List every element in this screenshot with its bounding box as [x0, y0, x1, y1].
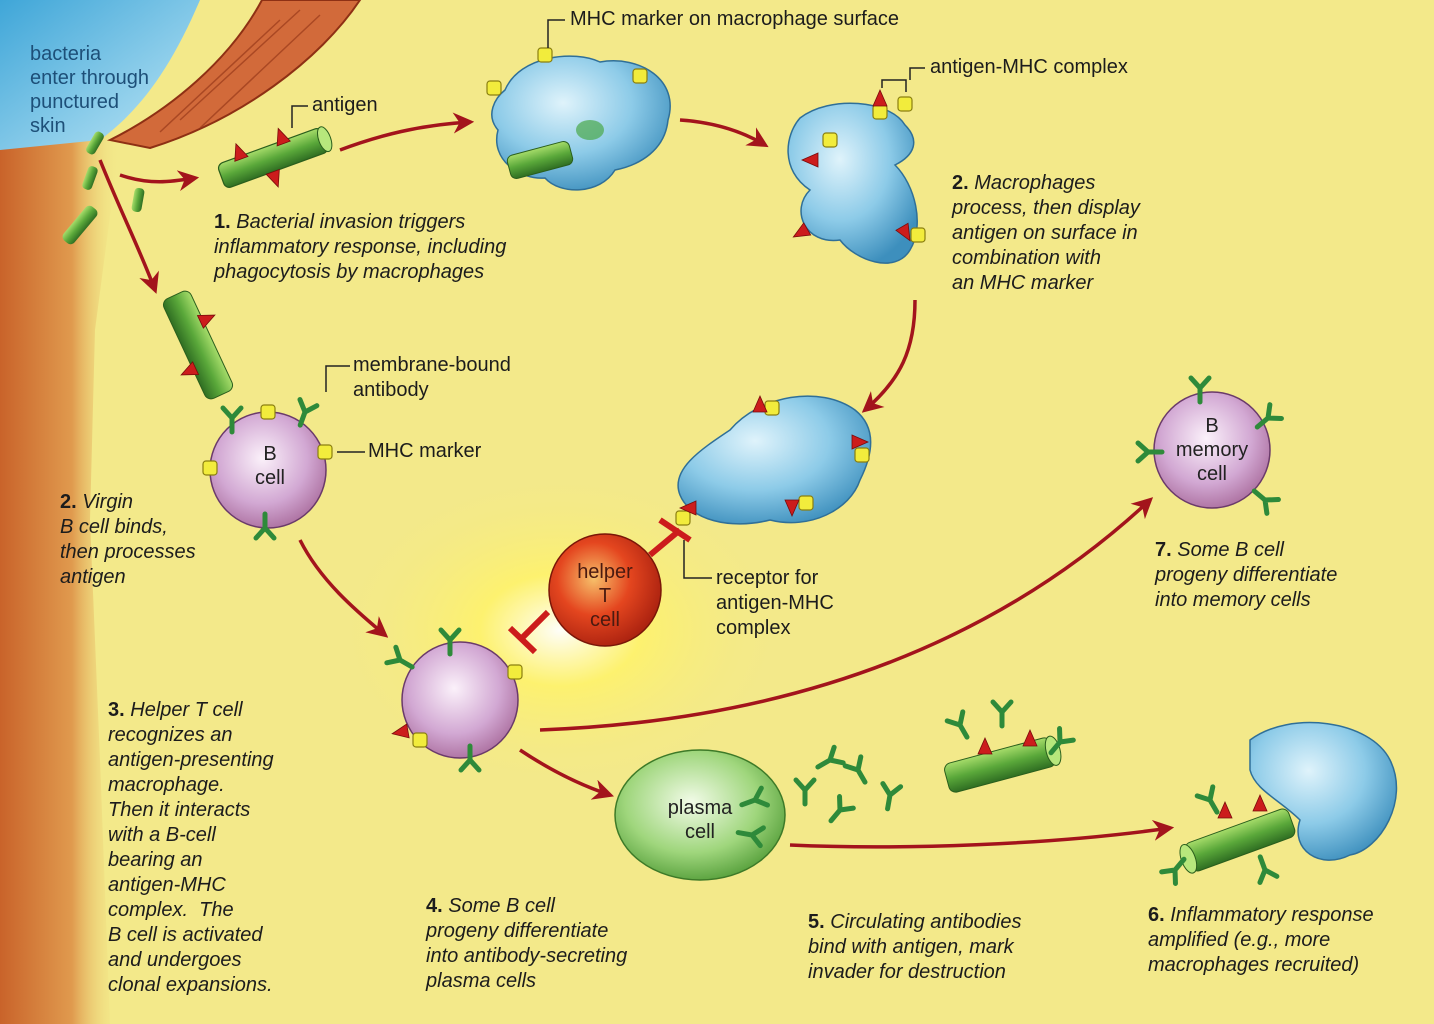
macrophage-engulfing [486, 47, 671, 191]
skin-region [0, 0, 120, 1024]
b-cell-label: B cell [254, 443, 285, 489]
macrophage-recruited [1162, 721, 1398, 884]
macrophage-presenting [787, 89, 926, 264]
step-7-number: 7. [1155, 539, 1172, 561]
entering-bacteria [62, 131, 145, 245]
bacteria-entry-label: bacteria enter through punctured skin [30, 43, 149, 137]
b-memory-cell [1138, 378, 1281, 513]
puncture-water [0, 0, 200, 150]
step-7-text: 7. Some B cell progeny differentiate int… [1155, 538, 1337, 613]
step-6-text: 6. Inflammatory response amplified (e.g.… [1148, 903, 1374, 978]
step-5-body: Circulating antibodies bind with antigen… [808, 911, 1022, 983]
step-5-number: 5. [808, 911, 825, 933]
antigen-mhc-complex-label: antigen-MHC complex [930, 56, 1128, 78]
step-2-bcell-text: 2. Virgin B cell binds, then processes a… [60, 490, 196, 590]
antibody-tagged-bacterium [944, 702, 1073, 793]
step-4-body: Some B cell progeny differentiate into a… [426, 895, 628, 992]
leader-lines [291, 19, 925, 579]
step-1-body: Bacterial invasion triggers inflammatory… [214, 211, 507, 283]
bacterium-antigen [217, 125, 333, 190]
step-5-text: 5. Circulating antibodies bind with anti… [808, 910, 1021, 985]
step-2a-number: 2. [952, 172, 969, 194]
antigen-label: antigen [312, 94, 378, 116]
step-3-text: 3. Helper T cell recognizes an antigen-p… [108, 698, 274, 998]
step-2a-body: Macrophages process, then display antige… [952, 172, 1140, 294]
plasma-cell-label: plasma cell [667, 797, 733, 843]
membrane-bound-antibody-label: membrane-bound antibody [353, 354, 511, 401]
tcr-receptor-b [507, 609, 551, 655]
step-6-body: Inflammatory response amplified (e.g., m… [1148, 904, 1374, 976]
step-2b-body: Virgin B cell binds, then processes anti… [60, 491, 196, 588]
receptor-label: receptor for antigen-MHC complex [716, 567, 834, 639]
macrophage-interacting [675, 395, 872, 526]
tcr-receptor [648, 517, 692, 558]
b-memory-cell-label: B memory cell [1175, 415, 1249, 485]
virgin-b-cell [162, 290, 333, 538]
step-2b-number: 2. [60, 491, 77, 513]
muscle-striations [159, 9, 321, 133]
step-3-number: 3. [108, 699, 125, 721]
step-1-text: 1. Bacterial invasion triggers inflammat… [214, 210, 506, 285]
step-7-body: Some B cell progeny differentiate into m… [1155, 539, 1338, 611]
step-4-text: 4. Some B cell progeny differentiate int… [426, 894, 627, 994]
step-3-body: Helper T cell recognizes an antigen-pres… [108, 699, 274, 996]
step-2-macrophage-text: 2. Macrophages process, then display ant… [952, 171, 1140, 296]
step-6-number: 6. [1148, 904, 1165, 926]
helper-t-cell [548, 533, 662, 647]
mhc-marker-label: MHC marker [368, 440, 482, 462]
step-1-number: 1. [214, 211, 231, 233]
flow-arrows [98, 112, 1175, 849]
mhc-marker-macrophage-label: MHC marker on macrophage surface [570, 8, 900, 30]
step-4-number: 4. [426, 895, 443, 917]
free-antibodies [796, 747, 901, 826]
activated-b-cell [387, 630, 523, 770]
helper-t-cell-label: helper T cell [577, 561, 633, 631]
plasma-cell [614, 749, 786, 881]
